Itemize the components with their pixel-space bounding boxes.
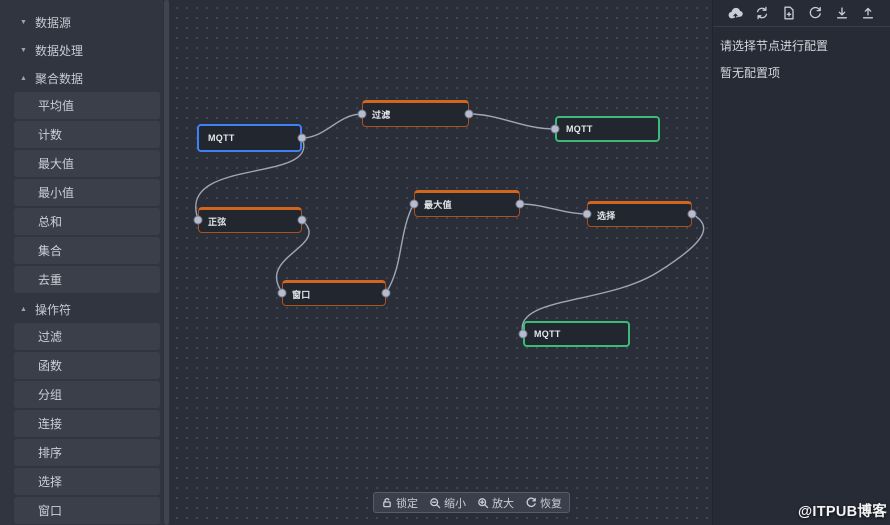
sidebar-rows: ▼ 数据源 ▼ 数据处理 ▲ 聚合数据平均值计数最大值最小值总和集合去重 ▲ 操作符过滤函数分…: [0, 8, 163, 524]
flow-edge[interactable]: [275, 219, 310, 293]
sync-icon: [757, 6, 768, 20]
group-label: 数据源: [35, 15, 72, 30]
config-empty-text: 暂无配置项: [720, 66, 781, 80]
group-label: 聚合数据: [35, 71, 84, 86]
node-port-left[interactable]: [357, 109, 367, 118]
flow-node[interactable]: 过滤: [362, 100, 469, 127]
flow-edge[interactable]: [301, 113, 363, 139]
zoom-out-icon: [430, 497, 441, 508]
config-prompt: 请选择节点进行配置: [720, 39, 829, 53]
node-port-right[interactable]: [464, 109, 474, 118]
sidebar-scrollbar[interactable]: [163, 0, 170, 525]
collapse-icon: ▲: [20, 74, 27, 82]
sidebar-item[interactable]: 最大值: [14, 150, 160, 177]
flow-node[interactable]: 最大值: [414, 190, 520, 217]
sidebar-item[interactable]: 选择: [14, 468, 160, 495]
config-toolbar: [713, 0, 890, 27]
node-port-right[interactable]: [297, 133, 307, 143]
node-palette-sidebar: ▼ 数据源 ▼ 数据处理 ▲ 聚合数据平均值计数最大值最小值总和集合去重 ▲ 操作符过滤函数分…: [0, 0, 163, 525]
sync-button[interactable]: [754, 5, 770, 21]
node-label: 窗口: [292, 289, 311, 300]
node-port-left[interactable]: [277, 288, 287, 298]
node-port-right[interactable]: [381, 288, 391, 298]
flow-edge[interactable]: [521, 213, 705, 335]
sidebar-item[interactable]: 窗口: [14, 497, 160, 524]
file-add-icon: [784, 6, 794, 20]
expand-icon: ▼: [20, 46, 27, 54]
upload-icon: [862, 7, 874, 19]
sidebar-item[interactable]: 过滤: [14, 323, 160, 350]
zoom-in-icon: [478, 497, 489, 508]
deploy-button[interactable]: [727, 5, 744, 22]
node-port-left[interactable]: [409, 199, 419, 208]
sidebar-item[interactable]: 连接: [14, 410, 160, 437]
lock-button[interactable]: 锁定: [381, 495, 418, 511]
sidebar-group-header[interactable]: ▲ 操作符: [0, 295, 163, 323]
node-port-right[interactable]: [515, 199, 525, 208]
node-port-left[interactable]: [518, 329, 528, 339]
scrollbar-thumb[interactable]: [164, 0, 169, 525]
sidebar-group-header[interactable]: ▼ 数据处理: [0, 36, 163, 64]
node-port-left[interactable]: [582, 209, 592, 219]
sidebar-item[interactable]: 最小值: [14, 179, 160, 206]
download-icon: [836, 7, 847, 19]
flow-node[interactable]: MQTT: [197, 124, 302, 152]
watermark: @ITPUB博客: [797, 504, 887, 520]
flow-edge[interactable]: [385, 202, 415, 294]
new-file-button[interactable]: [781, 5, 797, 21]
reset-label: 恢复: [540, 497, 562, 510]
reload-icon: [809, 6, 822, 19]
node-label: MQTT: [534, 329, 561, 339]
sidebar-item[interactable]: 计数: [14, 121, 160, 148]
group-label: 数据处理: [35, 43, 84, 58]
flow-canvas[interactable]: MQTT 过滤 MQTT 最大值选择正弦窗口 MQTT: [170, 0, 712, 525]
zoom-out-label: 缩小: [444, 497, 466, 510]
flow-node[interactable]: MQTT: [523, 321, 630, 347]
sidebar-item[interactable]: 集合: [14, 237, 160, 264]
sidebar-item[interactable]: 排序: [14, 439, 160, 466]
collapse-icon: ▲: [20, 305, 27, 313]
lock-icon: [383, 497, 391, 507]
cloud-upload-icon: [728, 7, 743, 19]
node-label: 选择: [597, 210, 616, 221]
flow-edge[interactable]: [519, 203, 588, 215]
zoom-in-label: 放大: [492, 497, 514, 510]
node-label: 过滤: [372, 110, 391, 120]
flow-node[interactable]: MQTT: [555, 116, 660, 142]
reset-icon: [526, 497, 536, 507]
sidebar-item[interactable]: 去重: [14, 266, 160, 293]
flow-node[interactable]: 选择: [587, 201, 692, 227]
node-label: 最大值: [424, 200, 452, 210]
node-port-left[interactable]: [550, 124, 560, 134]
zoom-out-button[interactable]: 缩小: [429, 495, 466, 511]
lock-label: 锁定: [396, 497, 418, 510]
flow-edge[interactable]: [195, 137, 305, 220]
node-port-left[interactable]: [193, 215, 203, 225]
sidebar-item[interactable]: 函数: [14, 352, 160, 379]
node-port-right[interactable]: [687, 209, 697, 219]
node-port-right[interactable]: [297, 215, 307, 225]
node-label: MQTT: [208, 133, 235, 143]
zoom-in-button[interactable]: 放大: [477, 495, 514, 511]
config-panel: 请选择节点进行配置 暂无配置项: [712, 0, 890, 525]
sidebar-group-header[interactable]: ▲ 聚合数据: [0, 64, 163, 92]
group-label: 操作符: [35, 302, 72, 317]
sidebar-item[interactable]: 平均值: [14, 92, 160, 119]
reload-button[interactable]: [807, 5, 823, 21]
sidebar-item[interactable]: 总和: [14, 208, 160, 235]
node-label: MQTT: [566, 124, 593, 134]
sidebar-item[interactable]: 分组: [14, 381, 160, 408]
flow-node[interactable]: 正弦: [198, 207, 302, 233]
edges-svg: [195, 113, 705, 335]
flow-node[interactable]: 窗口: [282, 280, 386, 306]
sidebar-group-header[interactable]: ▼ 数据源: [0, 8, 163, 36]
canvas-zoom-toolbar: 锁定 缩小 放大 恢复: [373, 492, 570, 513]
export-button[interactable]: [834, 5, 850, 21]
import-button[interactable]: [860, 5, 876, 21]
reset-view-button[interactable]: 恢复: [525, 495, 562, 511]
flow-edge[interactable]: [468, 113, 556, 130]
node-label: 正弦: [208, 216, 227, 227]
expand-icon: ▼: [20, 18, 27, 26]
